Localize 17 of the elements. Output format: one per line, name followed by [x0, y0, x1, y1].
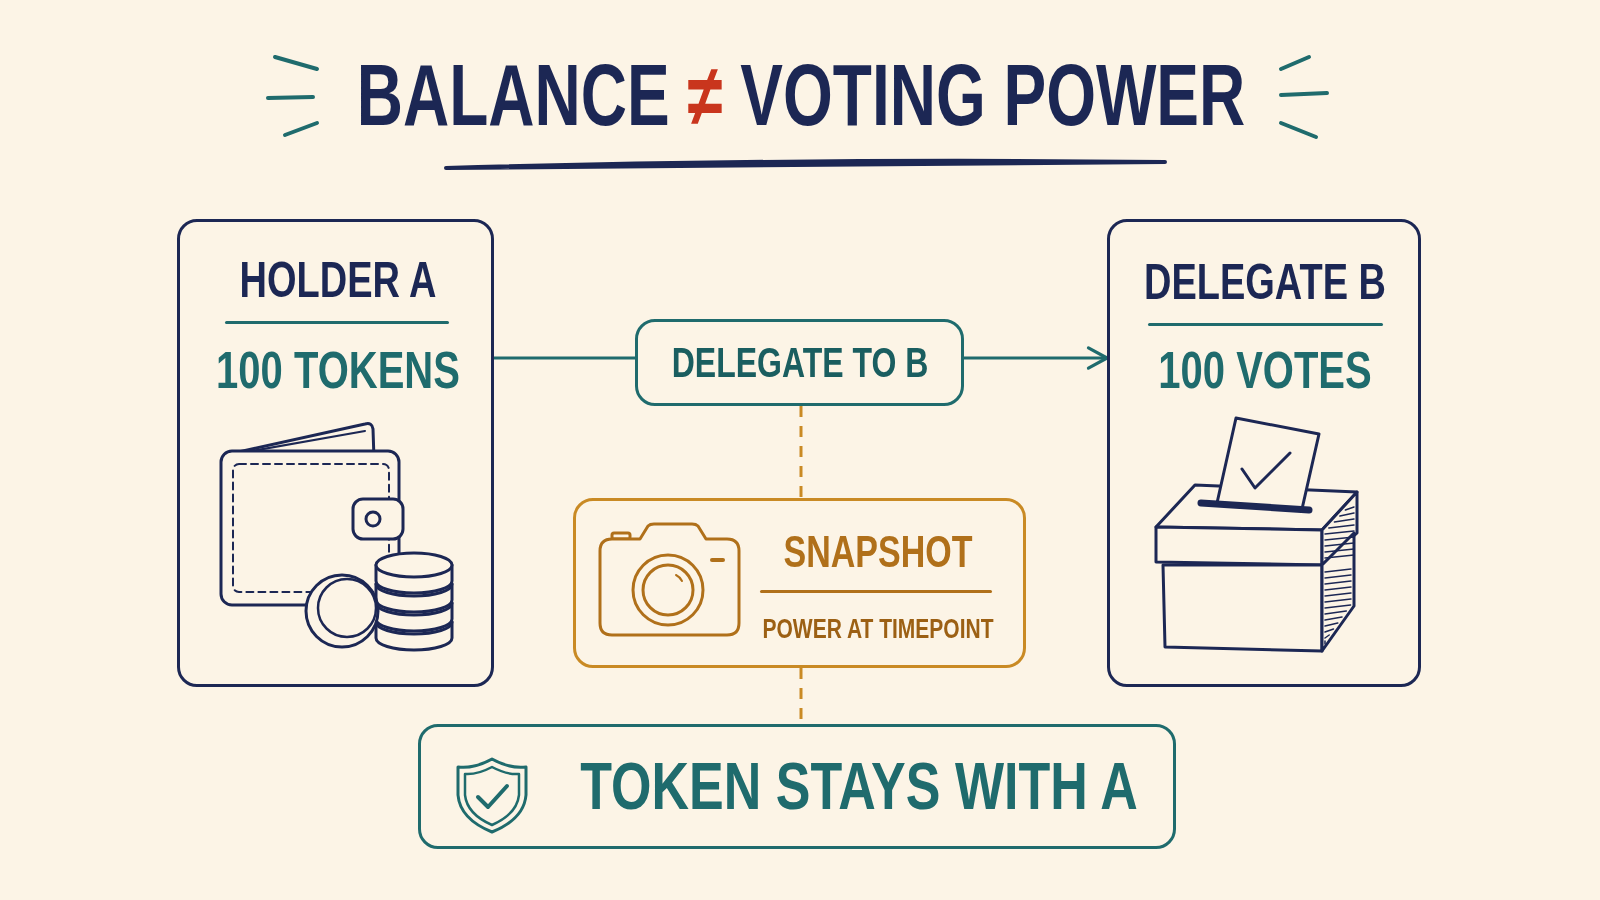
connector-line	[492, 356, 637, 360]
subtitle: POWER AT TIMEPOINT	[762, 613, 994, 643]
heading: HOLDER A	[239, 253, 437, 309]
note-box	[418, 724, 1176, 849]
step-box	[635, 319, 964, 406]
card	[177, 219, 494, 687]
dashed-connector	[799, 406, 803, 498]
amount-text: 100 TOKENS	[216, 341, 460, 399]
heading: DELEGATE B	[1143, 255, 1387, 311]
arrow	[962, 346, 1109, 370]
card	[1107, 219, 1421, 687]
note-text: TOKEN STAYS WITH A	[580, 748, 1138, 824]
info-box	[573, 498, 1026, 668]
step-label: DELEGATE TO B	[671, 340, 929, 386]
amount-text: 100 VOTES	[1158, 341, 1372, 399]
heading: SNAPSHOT	[783, 527, 973, 577]
title: BALANCE ≠ VOTING POWER	[356, 48, 1246, 144]
